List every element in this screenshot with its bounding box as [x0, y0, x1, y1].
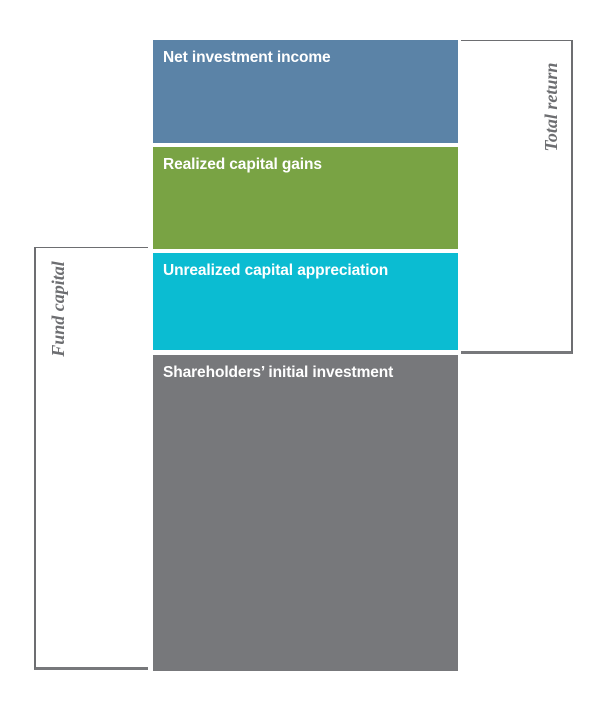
segment-shareholders-initial-investment: Shareholders’ initial investment: [153, 355, 458, 671]
fund-capital-label: Fund capital: [48, 261, 68, 357]
segment-label: Realized capital gains: [163, 156, 322, 173]
segment-label: Shareholders’ initial investment: [163, 364, 394, 381]
total-return-label: Total return: [541, 62, 561, 152]
segment-unrealized-capital-appreciation: Unrealized capital appreciation: [153, 253, 458, 350]
segment-net-investment-income: Net investment income: [153, 40, 458, 143]
fund-capital-bracket: [34, 247, 148, 670]
total-return-bracket: [461, 40, 573, 354]
segment-label: Net investment income: [163, 49, 331, 66]
segment-label: Unrealized capital appreciation: [163, 262, 389, 279]
segment-realized-capital-gains: Realized capital gains: [153, 147, 458, 249]
